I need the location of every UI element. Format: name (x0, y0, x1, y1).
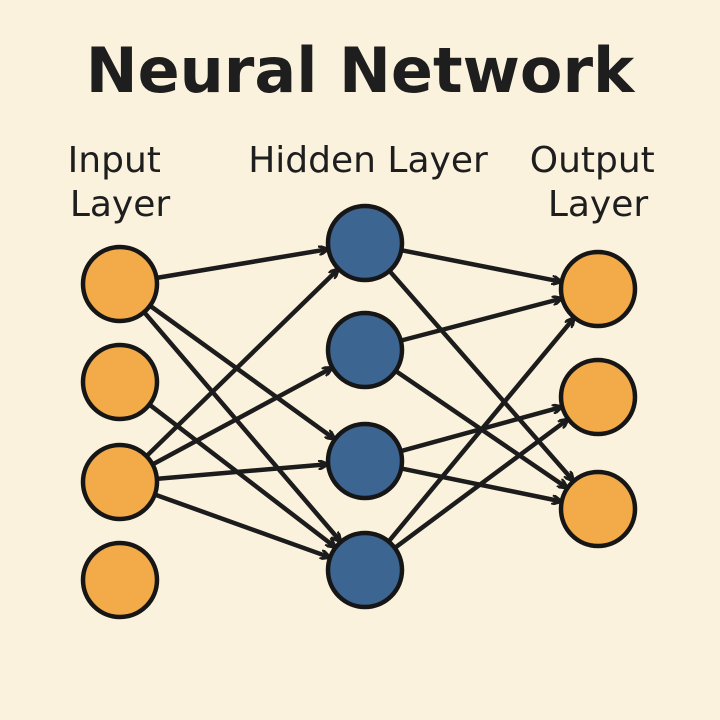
input-layer-label: Input Layer (68, 140, 173, 225)
input-layer-label-line2: Layer (70, 184, 171, 225)
edge-input1-hidden4 (140, 308, 340, 541)
nodes-group (80, 203, 638, 620)
hidden-node-4 (325, 530, 405, 610)
edge-input1-hidden1 (152, 249, 327, 281)
edge-input3-hidden4 (150, 491, 328, 557)
hidden-node-1 (325, 203, 405, 283)
output-layer-label-line1: Output (530, 140, 655, 181)
output-layer-label: Output Layer (530, 140, 667, 225)
hidden-layer-label: Hidden Layer (248, 140, 488, 181)
connections-group (140, 247, 573, 557)
edge-hidden2-output1 (396, 299, 560, 344)
edge-hidden4-output2 (390, 420, 567, 552)
edge-hidden4-output1 (385, 319, 573, 546)
edge-input3-hidden1 (142, 270, 337, 460)
diagram-title: Neural Network (86, 34, 636, 107)
edge-input3-hidden2 (148, 368, 331, 468)
input-layer-label-line1: Input (68, 140, 161, 181)
input-node-2 (80, 342, 160, 422)
edge-hidden1-output3 (385, 267, 572, 479)
hidden-node-3 (325, 421, 405, 501)
input-node-4 (80, 540, 160, 620)
input-node-3 (80, 442, 160, 522)
output-node-2 (558, 357, 638, 437)
input-node-1 (80, 244, 160, 324)
edge-input3-hidden3 (152, 464, 326, 482)
output-node-3 (558, 469, 638, 549)
output-layer-label-line2: Layer (548, 184, 649, 225)
edge-input1-hidden3 (146, 302, 333, 438)
output-node-1 (558, 249, 638, 329)
edge-hidden1-output1 (397, 247, 559, 282)
hidden-node-2 (325, 310, 405, 390)
